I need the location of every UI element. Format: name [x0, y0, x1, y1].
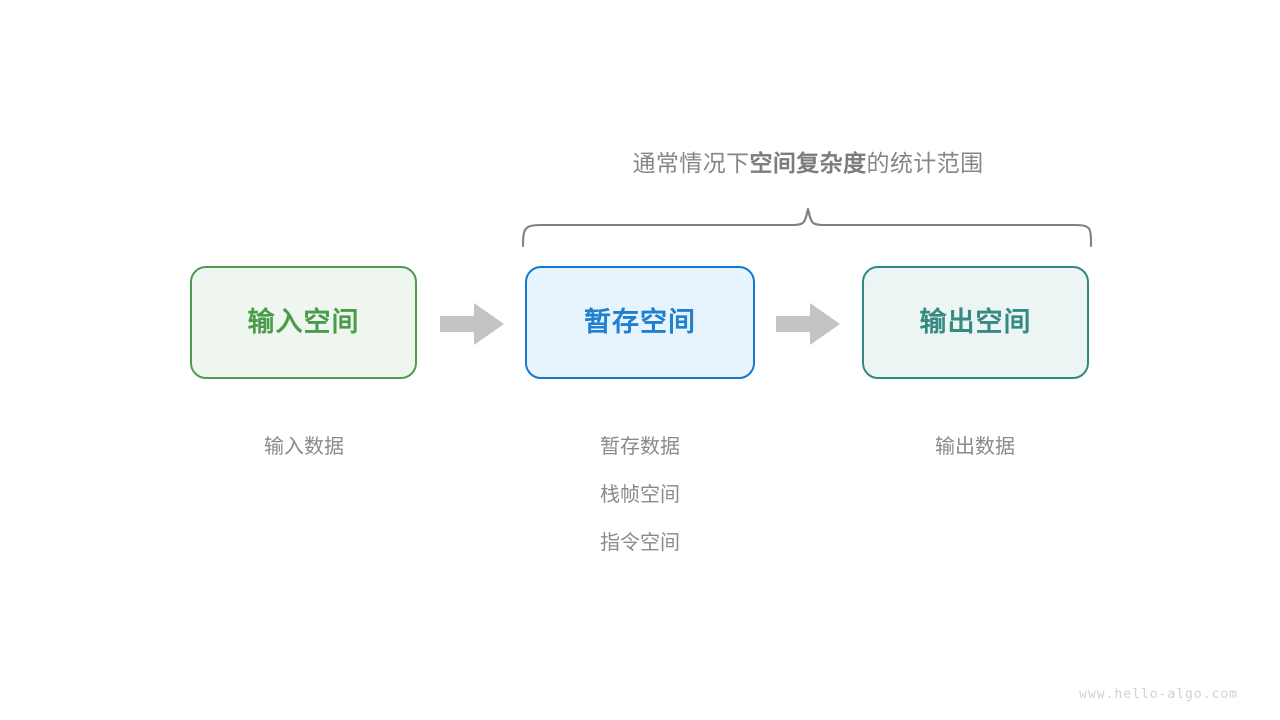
arrow-right-icon-2	[776, 303, 840, 345]
arrow-right-icon-1	[440, 303, 504, 345]
caption-temp-line-1: 暂存数据	[600, 436, 680, 458]
caption-group-input: 输入数据	[164, 423, 444, 471]
box-output-space-label: 输出空间	[919, 307, 1032, 337]
caption-temp-line-3: 指令空间	[600, 532, 680, 554]
caption-input-line-1: 输入数据	[264, 436, 344, 458]
box-temp-space-label: 暂存空间	[584, 307, 696, 337]
curly-brace-icon	[521, 207, 1093, 248]
watermark: www.hello-algo.com	[1079, 687, 1238, 702]
box-input-space[interactable]: 输入空间	[190, 266, 417, 379]
brace-caption-text: 通常情况下空间复杂度的统计范围	[633, 146, 984, 180]
brace-caption: 通常情况下空间复杂度的统计范围	[0, 146, 1280, 180]
brace-caption-tail: 的统计范围	[866, 150, 984, 176]
caption-output-line-1: 输出数据	[935, 436, 1015, 458]
caption-temp-line-2: 栈帧空间	[600, 484, 680, 506]
brace-caption-lead-in: 通常情况下	[632, 150, 750, 176]
caption-group-output: 输出数据	[835, 423, 1115, 471]
box-input-space-label: 输入空间	[247, 307, 360, 337]
box-output-space[interactable]: 输出空间	[862, 266, 1089, 379]
brace-caption-emphasis: 空间复杂度	[749, 150, 867, 176]
caption-group-temp: 暂存数据 栈帧空间 指令空间	[500, 423, 780, 567]
box-temp-space[interactable]: 暂存空间	[525, 266, 755, 379]
